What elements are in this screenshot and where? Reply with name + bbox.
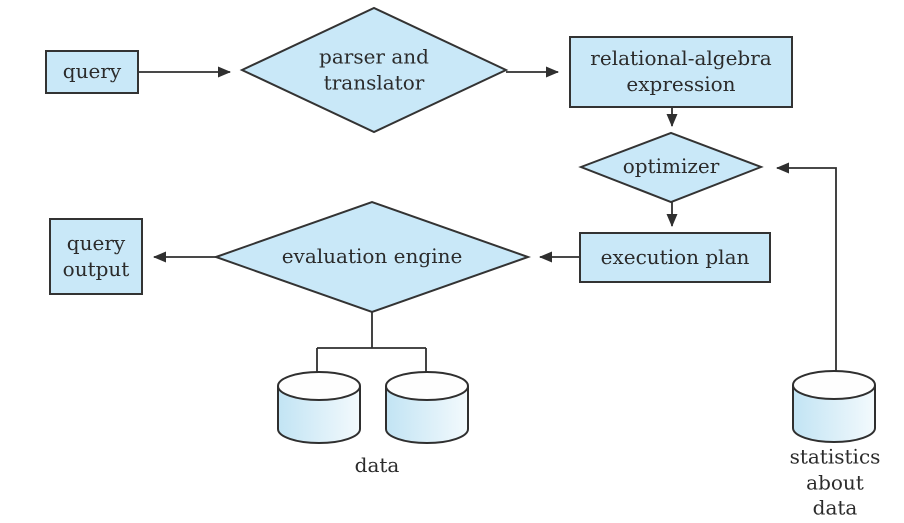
parser-translator-diamond-shape: [239, 6, 509, 134]
relational-algebra-box-shape: [569, 36, 793, 108]
optimizer-diamond-shape: [578, 131, 764, 204]
data-cylinder-right: [385, 371, 469, 444]
data-cylinder-left: [277, 371, 361, 444]
execution-plan-box-shape: [579, 232, 771, 283]
statistics-cylinder: [792, 370, 876, 443]
evaluation-engine-diamond-shape: [212, 200, 532, 314]
query-output-box-shape: [49, 218, 143, 295]
connector-evaluation-engine-to-data-cylinders: [316, 312, 427, 373]
arrow-statistics-to-optimizer: [776, 162, 837, 371]
query-box-shape: [45, 50, 139, 94]
